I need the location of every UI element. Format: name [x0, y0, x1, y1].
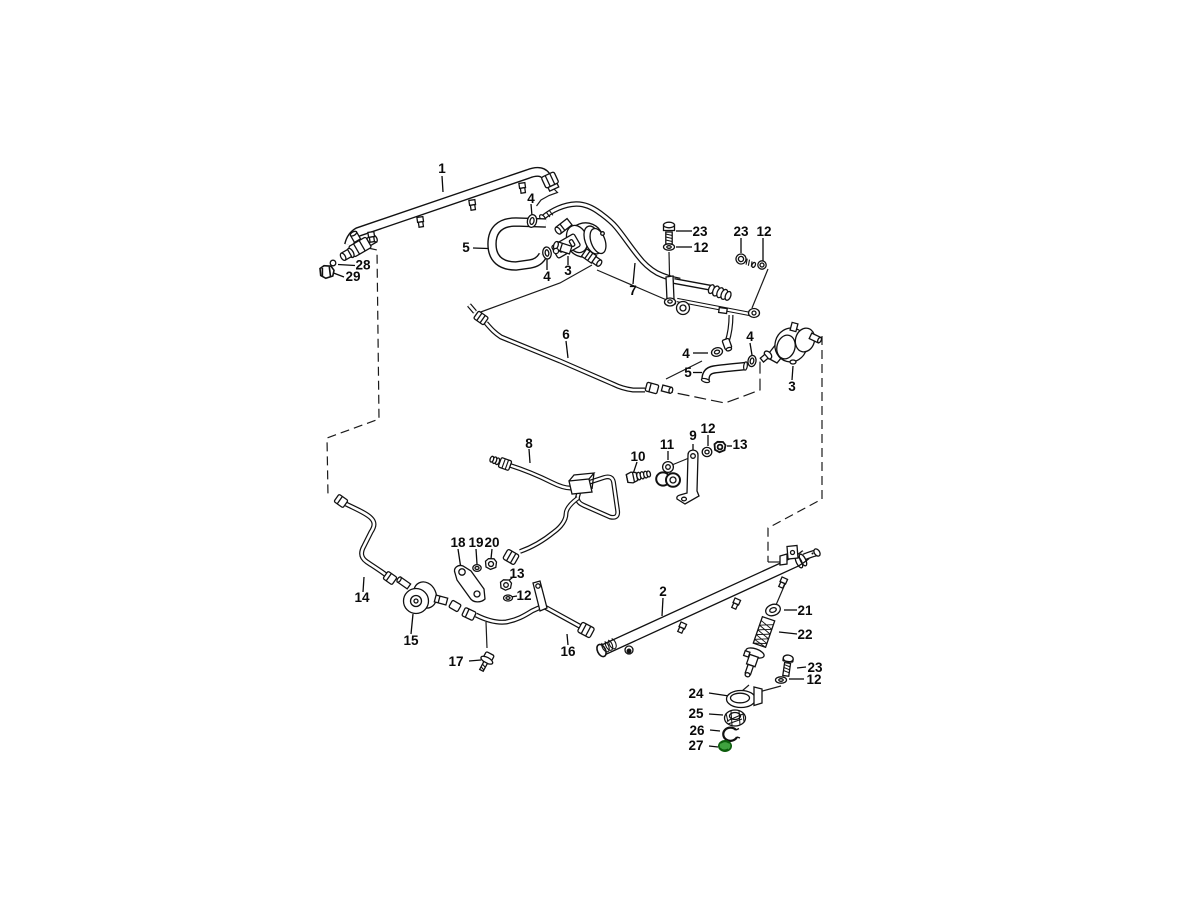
svg-text:20: 20 — [484, 535, 499, 550]
svg-text:12: 12 — [806, 672, 821, 687]
svg-text:3: 3 — [788, 379, 796, 394]
svg-text:11: 11 — [660, 437, 675, 452]
svg-text:12: 12 — [693, 240, 708, 255]
svg-text:12: 12 — [516, 588, 531, 603]
svg-text:17: 17 — [448, 654, 463, 669]
svg-text:5: 5 — [462, 240, 470, 255]
svg-text:1: 1 — [438, 161, 446, 176]
svg-text:26: 26 — [689, 723, 705, 738]
svg-text:9: 9 — [689, 428, 697, 443]
svg-text:13: 13 — [509, 566, 525, 581]
svg-text:14: 14 — [354, 590, 370, 605]
svg-text:5: 5 — [684, 365, 692, 380]
svg-text:25: 25 — [688, 706, 704, 721]
svg-text:12: 12 — [756, 224, 771, 239]
svg-text:23: 23 — [733, 224, 749, 239]
svg-text:15: 15 — [403, 633, 419, 648]
svg-text:22: 22 — [797, 627, 812, 642]
svg-text:8: 8 — [525, 436, 533, 451]
svg-text:4: 4 — [682, 346, 690, 361]
svg-text:24: 24 — [688, 686, 704, 701]
svg-text:6: 6 — [562, 327, 570, 342]
svg-text:19: 19 — [468, 535, 483, 550]
svg-text:27: 27 — [688, 738, 703, 753]
svg-text:3: 3 — [564, 263, 572, 278]
svg-text:28: 28 — [355, 258, 371, 273]
svg-text:18: 18 — [450, 535, 466, 550]
svg-text:21: 21 — [797, 603, 813, 618]
svg-text:12: 12 — [700, 421, 715, 436]
svg-text:10: 10 — [630, 449, 645, 464]
svg-text:7: 7 — [629, 283, 637, 298]
svg-text:4: 4 — [746, 329, 754, 344]
svg-text:4: 4 — [543, 269, 551, 284]
svg-text:23: 23 — [807, 660, 823, 675]
svg-text:23: 23 — [692, 224, 708, 239]
svg-text:2: 2 — [659, 584, 667, 599]
svg-text:16: 16 — [560, 644, 576, 659]
svg-text:13: 13 — [732, 437, 748, 452]
svg-text:4: 4 — [527, 191, 535, 206]
svg-text:29: 29 — [345, 269, 360, 284]
